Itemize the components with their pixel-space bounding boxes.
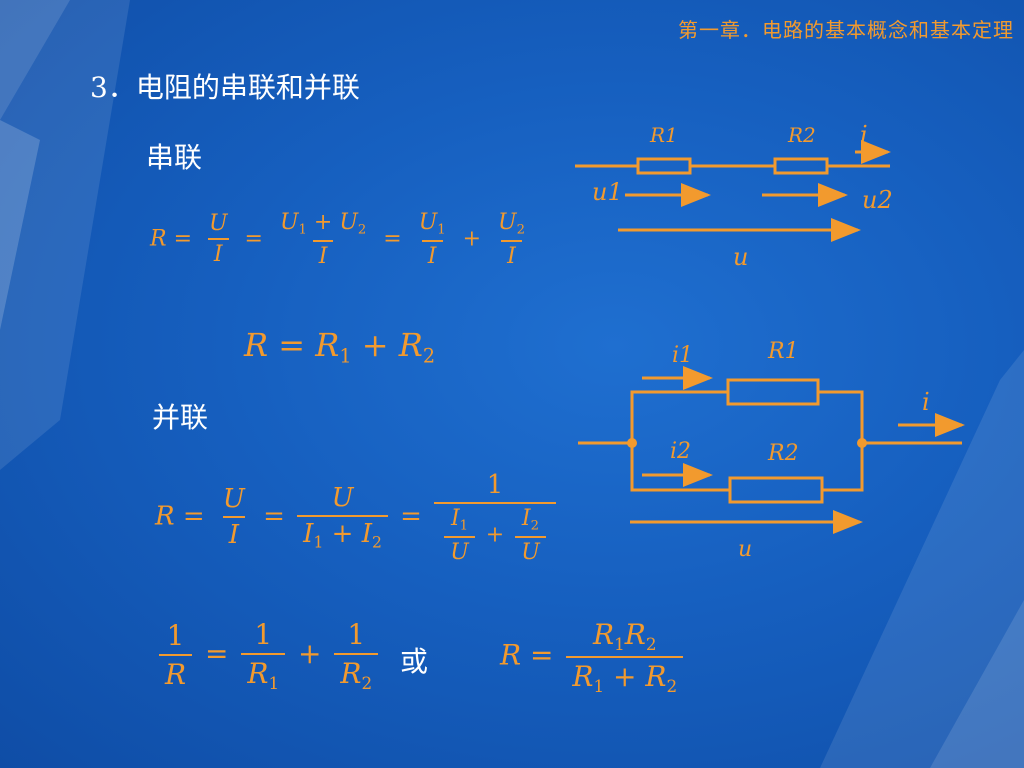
parallel-node-right — [857, 438, 867, 448]
series-u1-label: u1 — [592, 178, 623, 206]
parallel-i-label: i — [922, 388, 930, 416]
parallel-r1-label: R1 — [767, 339, 799, 364]
parallel-i1-label: i1 — [672, 343, 693, 368]
parallel-wire-bottom-right — [822, 443, 864, 492]
chapter-header: 第一章．电路的基本概念和基本定理 — [678, 18, 1014, 42]
parallel-resistor-r1 — [726, 378, 820, 406]
parallel-wire-bottom-left — [630, 443, 730, 492]
series-formula-2: R = R1 + R2 — [244, 326, 436, 368]
series-label: 串联 — [146, 141, 203, 174]
slide-title: 3．电阻的串联和并联 — [90, 71, 360, 104]
parallel-r2-label: R2 — [767, 441, 799, 466]
series-current-label: i — [860, 121, 868, 149]
series-r1-label: R1 — [649, 123, 678, 147]
series-r2-label: R2 — [787, 123, 816, 147]
parallel-wire-top-right — [818, 390, 864, 443]
parallel-label: 并联 — [152, 401, 209, 434]
parallel-wire-top-left — [630, 390, 728, 443]
parallel-i2-label: i2 — [670, 439, 691, 464]
parallel-u-label: u — [738, 537, 752, 562]
parallel-node-left — [627, 438, 637, 448]
series-u-label: u — [733, 243, 748, 271]
series-u2-label: u2 — [862, 186, 893, 214]
or-label: 或 — [400, 645, 429, 678]
parallel-resistor-r2 — [728, 476, 824, 504]
